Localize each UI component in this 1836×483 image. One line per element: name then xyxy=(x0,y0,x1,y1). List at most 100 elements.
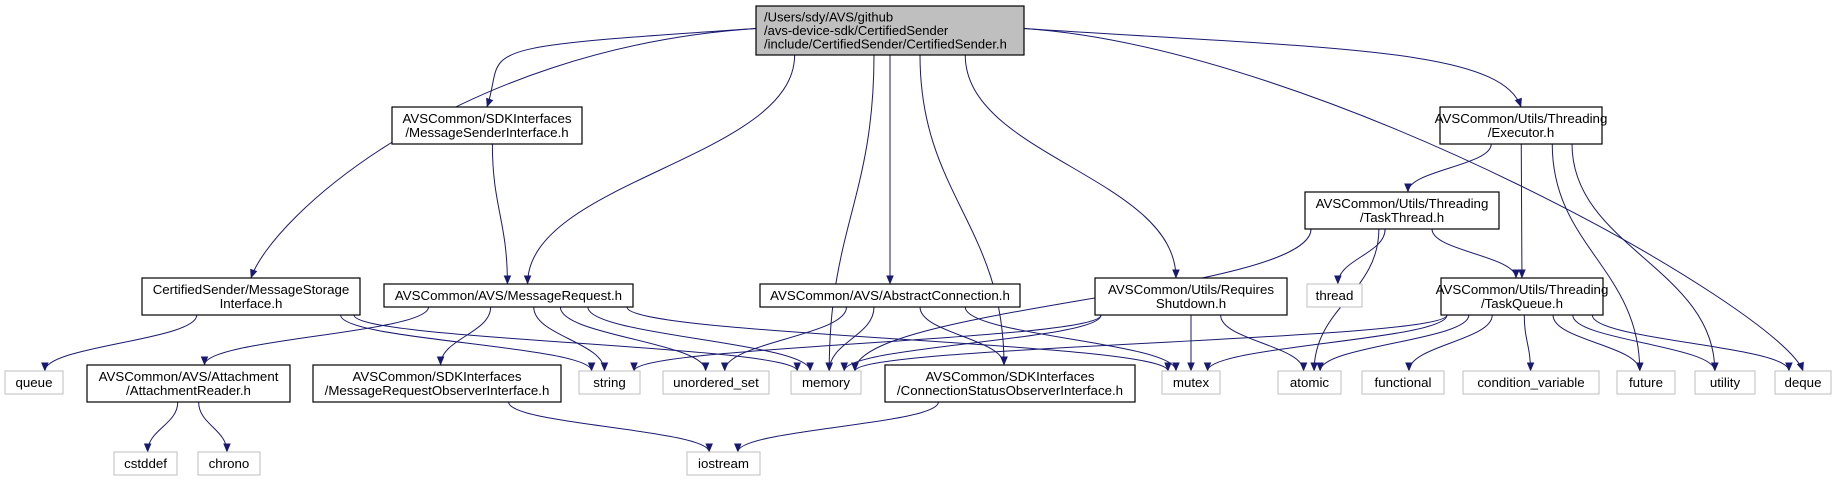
node-label-line: AVSCommon/AVS/AbstractConnection.h xyxy=(770,288,1010,303)
node-deque: deque xyxy=(1774,370,1832,395)
node-conn-status-obs[interactable]: AVSCommon/SDKInterfaces/ConnectionStatus… xyxy=(884,364,1136,403)
node-label-line: thread xyxy=(1316,288,1354,303)
edge-abstract-conn-to-unordered-set xyxy=(720,306,847,372)
node-box xyxy=(1277,370,1342,395)
edge-task-queue-to-functional xyxy=(1405,314,1493,372)
edge-executor-to-utility xyxy=(1571,143,1719,372)
node-label-line: iostream xyxy=(698,456,749,471)
node-box xyxy=(662,370,770,395)
node-label-line: /include/CertifiedSender/CertifiedSender… xyxy=(764,37,1007,52)
node-label-line: condition_variable xyxy=(1477,375,1584,390)
edge-conn-status-obs-to-iostream xyxy=(734,401,939,453)
node-box xyxy=(1361,370,1445,395)
edge-msg-sender-if-to-msg-request xyxy=(491,143,512,285)
edge-msg-storage-to-string xyxy=(340,314,596,372)
node-attach-reader[interactable]: AVSCommon/AVS/Attachment/AttachmentReade… xyxy=(86,364,291,403)
node-label-line: /TaskThread.h xyxy=(1360,210,1444,225)
node-box xyxy=(759,283,1021,308)
node-box xyxy=(755,5,1025,56)
node-box xyxy=(1439,106,1603,145)
node-box xyxy=(4,370,64,395)
node-box xyxy=(1616,370,1676,395)
node-box xyxy=(1161,370,1221,395)
node-label-line: Interface.h xyxy=(220,296,283,311)
node-label-line: /TaskQueue.h xyxy=(1481,296,1563,311)
edge-executor-to-task-thread xyxy=(1404,143,1492,193)
node-label-line: string xyxy=(593,375,626,390)
edge-main-to-msg-sender-if xyxy=(486,28,757,108)
node-queue: queue xyxy=(4,370,64,395)
edge-main-to-msg-request xyxy=(523,54,796,285)
node-label-line: AVSCommon/Utils/Requires xyxy=(1108,282,1274,297)
node-atomic: atomic xyxy=(1277,370,1342,395)
node-box xyxy=(197,451,261,476)
node-msg-sender-if[interactable]: AVSCommon/SDKInterfaces/MessageSenderInt… xyxy=(391,106,583,145)
node-utility: utility xyxy=(1694,370,1756,395)
edge-executor-to-task-queue xyxy=(1518,143,1526,279)
node-memory: memory xyxy=(790,370,862,395)
edge-msg-request-to-msg-req-obs xyxy=(436,306,492,366)
edge-abstract-conn-to-mutex xyxy=(964,306,1180,372)
edge-msg-req-obs-to-iostream xyxy=(508,401,713,453)
node-label-line: /Executor.h xyxy=(1488,125,1555,140)
dependency-edges xyxy=(41,28,1804,453)
node-label-line: /avs-device-sdk/CertifiedSender xyxy=(764,23,949,38)
node-label-line: AVSCommon/SDKInterfaces xyxy=(403,111,572,126)
edge-executor-to-future xyxy=(1551,143,1644,372)
node-label-line: CertifiedSender/MessageStorage xyxy=(153,282,350,297)
node-box xyxy=(790,370,862,395)
node-msg-req-obs[interactable]: AVSCommon/SDKInterfaces/MessageRequestOb… xyxy=(312,364,562,403)
edge-main-to-executor xyxy=(1023,28,1522,108)
node-label-line: atomic xyxy=(1290,375,1330,390)
node-cstddef: cstddef xyxy=(113,451,178,476)
node-label-line: functional xyxy=(1375,375,1432,390)
node-msg-request[interactable]: AVSCommon/AVS/MessageRequest.h xyxy=(383,283,634,308)
node-label-line: cstddef xyxy=(124,456,167,471)
edge-task-queue-to-utility xyxy=(1572,314,1719,372)
edge-attach-reader-to-cstddef xyxy=(143,401,179,453)
node-label-line: AVSCommon/SDKInterfaces xyxy=(926,369,1095,384)
node-label-line: AVSCommon/Utils/Threading xyxy=(1316,196,1489,211)
node-future: future xyxy=(1616,370,1676,395)
node-label-line: /AttachmentReader.h xyxy=(126,383,251,398)
node-label-line: queue xyxy=(16,375,53,390)
node-label-line: /MessageSenderInterface.h xyxy=(405,125,568,140)
node-unordered-set: unordered_set xyxy=(662,370,770,395)
edge-task-thread-to-memory xyxy=(851,228,1312,372)
node-msg-storage[interactable]: CertifiedSender/MessageStorageInterface.… xyxy=(141,277,361,316)
node-task-queue[interactable]: AVSCommon/Utils/Threading/TaskQueue.h xyxy=(1436,277,1609,316)
edge-msg-storage-to-queue xyxy=(41,314,198,372)
node-box xyxy=(1462,370,1600,395)
node-label-line: memory xyxy=(802,375,850,390)
node-box xyxy=(86,364,291,403)
node-task-thread[interactable]: AVSCommon/Utils/Threading/TaskThread.h xyxy=(1304,191,1500,230)
edge-msg-request-to-unordered-set xyxy=(559,306,710,372)
node-label-line: unordered_set xyxy=(673,375,759,390)
node-chrono: chrono xyxy=(197,451,261,476)
node-box xyxy=(141,277,361,316)
node-box xyxy=(1694,370,1756,395)
node-executor[interactable]: AVSCommon/Utils/Threading/Executor.h xyxy=(1435,106,1608,145)
edge-msg-request-to-string xyxy=(533,306,609,372)
header-nodes: /Users/sdy/AVS/github/avs-device-sdk/Cer… xyxy=(4,5,1832,476)
node-box xyxy=(1440,277,1604,316)
node-box xyxy=(578,370,641,395)
edge-main-to-req-shutdown xyxy=(964,54,1180,279)
node-label-line: AVSCommon/Utils/Threading xyxy=(1435,111,1608,126)
edge-task-queue-to-atomic xyxy=(1316,314,1470,372)
edge-msg-storage-to-memory xyxy=(353,314,801,372)
edge-req-shutdown-to-atomic xyxy=(1220,314,1308,372)
edge-msg-request-to-attach-reader xyxy=(200,306,429,366)
edge-task-thread-to-task-queue xyxy=(1431,228,1520,279)
node-label-line: deque xyxy=(1785,375,1822,390)
edge-req-shutdown-to-string xyxy=(630,314,1102,372)
node-abstract-conn[interactable]: AVSCommon/AVS/AbstractConnection.h xyxy=(759,283,1021,308)
edge-task-queue-to-memory xyxy=(851,314,1448,372)
edge-main-to-msg-storage xyxy=(250,28,757,279)
node-box xyxy=(884,364,1136,403)
edge-task-thread-to-thread xyxy=(1334,228,1386,285)
node-box xyxy=(1774,370,1832,395)
node-main[interactable]: /Users/sdy/AVS/github/avs-device-sdk/Cer… xyxy=(755,5,1025,56)
